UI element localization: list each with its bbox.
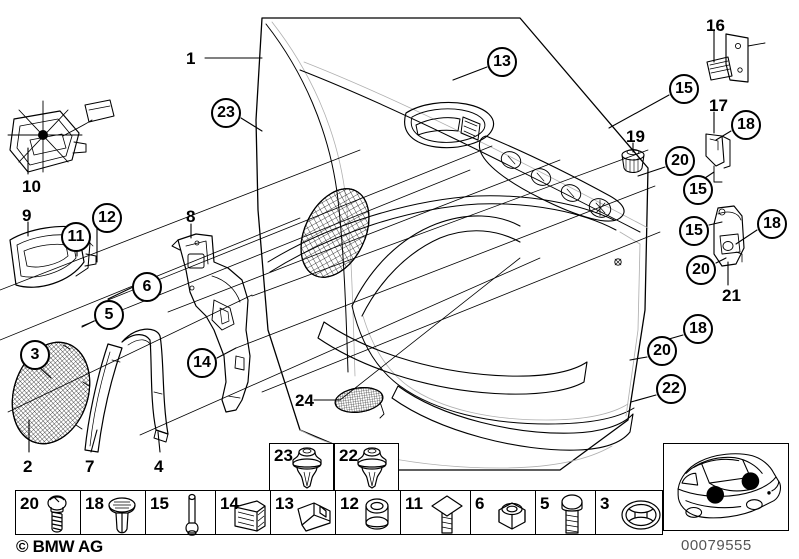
square-head-bolt-icon bbox=[427, 493, 467, 534]
callout-19-plain[interactable]: 19 bbox=[626, 127, 645, 146]
callout-6[interactable]: 6 bbox=[132, 272, 162, 302]
leader-line-7 bbox=[90, 429, 98, 453]
legend-cell-13[interactable]: 13 bbox=[270, 490, 335, 535]
callout-18[interactable]: 18 bbox=[731, 110, 761, 140]
leader-line-18 bbox=[735, 229, 758, 245]
callout-18[interactable]: 18 bbox=[683, 314, 713, 344]
copyright-notice: © BMW AG bbox=[16, 537, 103, 556]
legend-cell-15[interactable]: 15 bbox=[145, 490, 215, 536]
leader-line-20 bbox=[715, 257, 727, 264]
leader-line-23 bbox=[240, 117, 263, 132]
legend-cell-number: 5 bbox=[540, 494, 550, 513]
trim-clip-icon bbox=[348, 444, 396, 495]
inset-cell-23[interactable]: 23 bbox=[269, 443, 334, 491]
vehicle-location-inset bbox=[663, 443, 789, 531]
legend-cell-20[interactable]: 20 bbox=[15, 490, 80, 535]
legend-cell-14[interactable]: 14 bbox=[215, 490, 270, 535]
legend-cell-3[interactable]: 3 bbox=[595, 490, 663, 535]
callout-14[interactable]: 14 bbox=[187, 348, 217, 378]
leader-line-20 bbox=[629, 356, 648, 361]
angle-bracket-icon bbox=[292, 493, 332, 532]
callout-21-plain[interactable]: 21 bbox=[722, 286, 741, 305]
legend-cell-number: 13 bbox=[275, 494, 294, 513]
leader-line-20 bbox=[637, 166, 666, 177]
legend-cell-6[interactable]: 6 bbox=[470, 490, 535, 535]
legend-cell-number: 3 bbox=[600, 494, 610, 513]
callout-15[interactable]: 15 bbox=[683, 175, 713, 205]
legend-cell-12[interactable]: 12 bbox=[335, 490, 400, 535]
legend-cell-number: 6 bbox=[475, 494, 485, 513]
leader-line-13 bbox=[452, 66, 488, 81]
callout-15[interactable]: 15 bbox=[669, 74, 699, 104]
legend-cell-5[interactable]: 5 bbox=[535, 490, 595, 535]
legend-cell-number: 11 bbox=[405, 494, 423, 513]
callout-3[interactable]: 3 bbox=[20, 340, 50, 370]
legend-cell-number: 12 bbox=[340, 494, 359, 513]
inset-cell-number: 23 bbox=[274, 446, 293, 465]
leader-line-15 bbox=[708, 221, 723, 226]
callout-9-plain[interactable]: 9 bbox=[22, 206, 32, 225]
callout-24-plain[interactable]: 24 bbox=[295, 391, 314, 410]
callout-13[interactable]: 13 bbox=[487, 47, 517, 77]
callout-11[interactable]: 11 bbox=[61, 222, 91, 252]
callout-7-plain[interactable]: 7 bbox=[85, 457, 95, 476]
callout-5[interactable]: 5 bbox=[94, 300, 124, 330]
clip-block-icon bbox=[227, 493, 267, 532]
callout-20[interactable]: 20 bbox=[686, 255, 716, 285]
expanding-rivet-icon bbox=[102, 493, 142, 534]
pan-head-screw-icon bbox=[37, 493, 77, 533]
callout-22[interactable]: 22 bbox=[656, 374, 686, 404]
inset-cell-22[interactable]: 22 bbox=[334, 443, 399, 491]
diagram-part-number: 00079555 bbox=[681, 537, 752, 554]
callout-23[interactable]: 23 bbox=[211, 98, 241, 128]
leader-line-6 bbox=[107, 286, 134, 300]
location-marker-front bbox=[706, 486, 725, 504]
long-pin-rivet-icon bbox=[172, 493, 212, 536]
legend-cell-number: 20 bbox=[20, 494, 39, 513]
leader-line-18 bbox=[715, 130, 732, 141]
leader-line-14 bbox=[216, 347, 237, 359]
leader-line-22 bbox=[630, 394, 657, 403]
legend-cell-number: 15 bbox=[150, 494, 169, 513]
legend-cell-number: 18 bbox=[85, 494, 104, 513]
speed-nut-icon bbox=[619, 493, 661, 532]
legend-cell-11[interactable]: 11 bbox=[400, 490, 470, 535]
callout-15[interactable]: 15 bbox=[679, 216, 709, 246]
callout-1-plain[interactable]: 1 bbox=[186, 49, 196, 68]
legend-cell-number: 14 bbox=[220, 494, 239, 513]
hex-lock-nut-icon bbox=[492, 493, 532, 532]
leader-line-5 bbox=[81, 320, 95, 328]
callout-20[interactable]: 20 bbox=[665, 146, 695, 176]
callout-8-plain[interactable]: 8 bbox=[186, 207, 196, 226]
callout-4-plain[interactable]: 4 bbox=[154, 457, 164, 476]
leader-line-15 bbox=[608, 94, 670, 129]
legend-cell-18[interactable]: 18 bbox=[80, 490, 145, 535]
callout-12[interactable]: 12 bbox=[92, 203, 122, 233]
inset-cell-number: 22 bbox=[339, 446, 358, 465]
callout-2-plain[interactable]: 2 bbox=[23, 457, 33, 476]
callout-20[interactable]: 20 bbox=[647, 336, 677, 366]
callout-18[interactable]: 18 bbox=[757, 209, 787, 239]
callout-17-plain[interactable]: 17 bbox=[709, 96, 728, 115]
leader-line-4 bbox=[157, 431, 161, 453]
cap-nut-icon bbox=[357, 493, 397, 532]
hex-bolt-icon bbox=[552, 493, 592, 534]
callout-16-plain[interactable]: 16 bbox=[706, 16, 725, 35]
trim-clip-icon bbox=[283, 444, 331, 495]
location-marker-rear bbox=[741, 472, 760, 490]
callout-10-plain[interactable]: 10 bbox=[22, 177, 41, 196]
car-outline-icon bbox=[677, 453, 782, 519]
